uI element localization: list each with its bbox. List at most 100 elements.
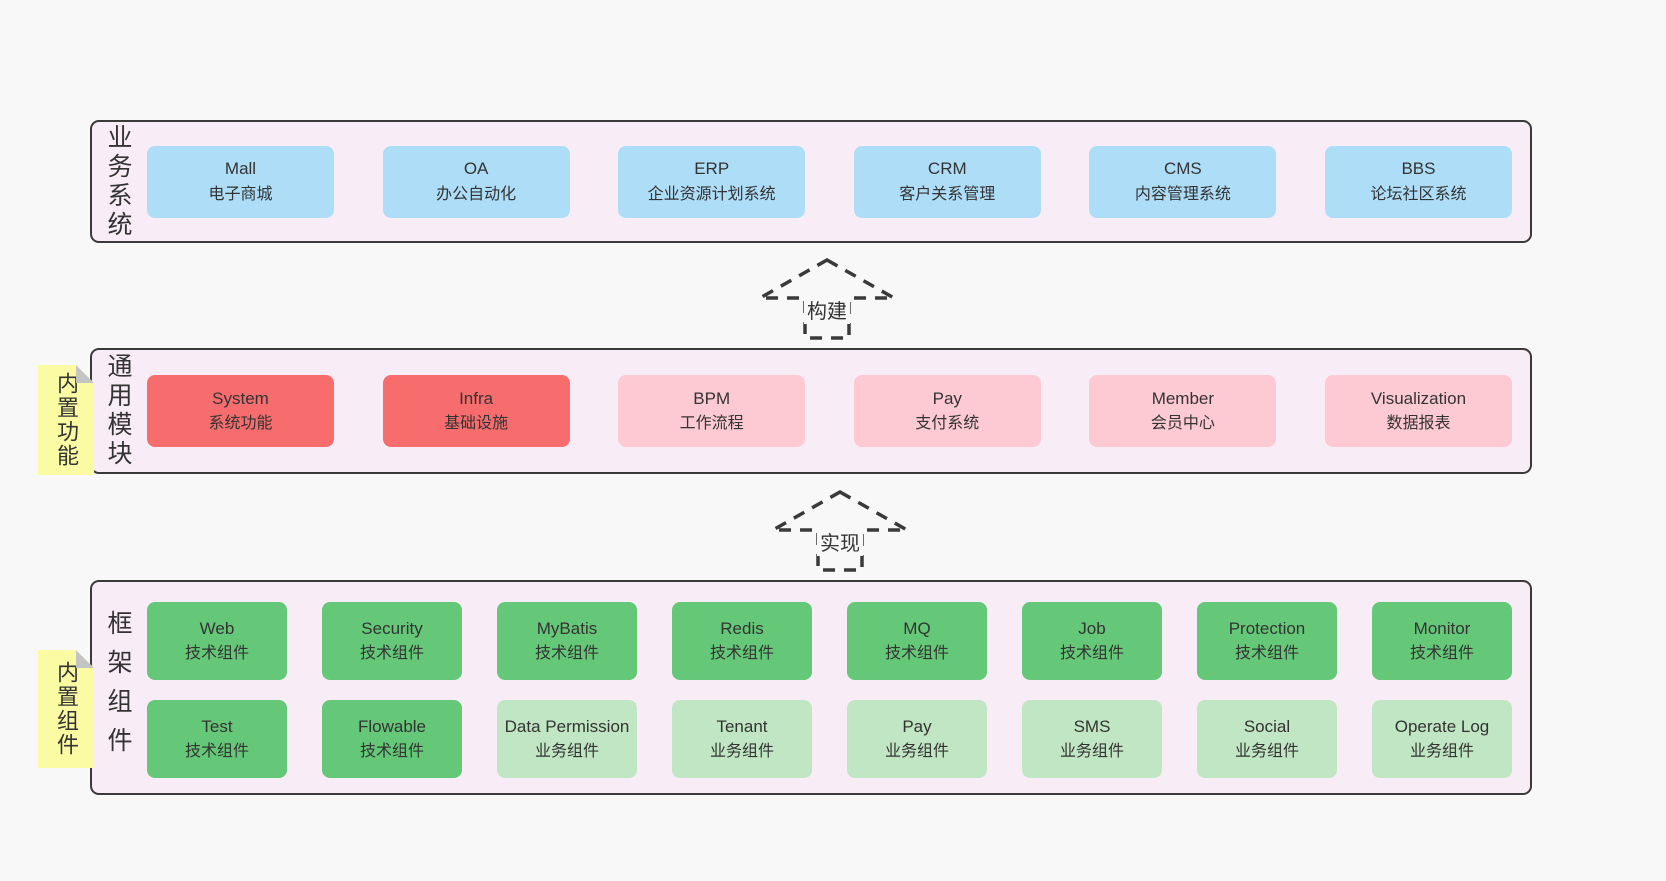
box-name: Flowable xyxy=(357,716,427,736)
box-name: Operate Log xyxy=(1394,716,1490,736)
box-name: BBS xyxy=(1401,159,1436,179)
box-name: Social xyxy=(1243,716,1291,736)
box-oa: OA 办公自动化 xyxy=(382,145,570,218)
box-subtitle: 数据报表 xyxy=(1386,415,1451,433)
box-pay-component: Pay 业务组件 xyxy=(847,700,987,778)
box-job: Job 技术组件 xyxy=(1022,602,1162,680)
box-subtitle: 论坛社区系统 xyxy=(1370,185,1467,203)
box-flowable: Flowable 技术组件 xyxy=(322,700,462,778)
band-framework-components: 框架组件 Web 技术组件 Security 技术组件 MyBatis 技术组件… xyxy=(90,580,1532,795)
box-name: SMS xyxy=(1073,716,1111,736)
box-name: Pay xyxy=(902,716,932,736)
box-name: Visualization xyxy=(1370,388,1467,408)
arrow-build: 构建 xyxy=(757,257,897,341)
box-name: Infra xyxy=(459,388,494,408)
box-subtitle: 业务组件 xyxy=(709,743,774,761)
box-pay: Pay 支付系统 xyxy=(853,375,1041,447)
box-member: Member 会员中心 xyxy=(1089,375,1277,447)
up-arrow-icon xyxy=(757,257,897,340)
box-name: MQ xyxy=(903,618,931,638)
arrow-build-label: 构建 xyxy=(804,295,850,324)
up-arrow-icon xyxy=(770,489,910,572)
box-name: CMS xyxy=(1163,159,1202,179)
box-subtitle: 技术组件 xyxy=(359,645,424,663)
box-name: Web xyxy=(199,618,235,638)
box-subtitle: 业务组件 xyxy=(884,743,949,761)
note-text: 内置组件 xyxy=(54,661,79,757)
box-subtitle: 业务组件 xyxy=(1234,743,1299,761)
box-subtitle: 技术组件 xyxy=(184,645,249,663)
arrow-implement: 实现 xyxy=(770,489,910,573)
box-name: OA xyxy=(463,159,489,179)
box-subtitle: 企业资源计划系统 xyxy=(647,185,776,203)
box-name: Tenant xyxy=(716,716,768,736)
box-name: Data Permission xyxy=(504,716,630,736)
framework-components-row-1: Web 技术组件 Security 技术组件 MyBatis 技术组件 Redi… xyxy=(147,602,1512,680)
box-name: ERP xyxy=(694,159,730,179)
box-bbs: BBS 论坛社区系统 xyxy=(1324,145,1512,218)
band-label-business-systems: 业务系统 xyxy=(104,123,132,240)
box-web: Web 技术组件 xyxy=(147,602,287,680)
box-name: Pay xyxy=(932,388,962,408)
box-name: BPM xyxy=(693,388,731,408)
box-subtitle: 技术组件 xyxy=(709,645,774,663)
box-name: CRM xyxy=(927,159,967,179)
note-text: 内置功能 xyxy=(54,372,79,468)
box-subtitle: 业务组件 xyxy=(534,743,599,761)
band-label-framework-components: 框架组件 xyxy=(104,609,132,766)
box-name: Job xyxy=(1078,618,1106,638)
box-redis: Redis 技术组件 xyxy=(672,602,812,680)
box-system: System 系统功能 xyxy=(147,375,334,447)
box-subtitle: 业务组件 xyxy=(1059,743,1124,761)
note-built-in-components: 内置组件 xyxy=(38,650,94,768)
box-infra: Infra 基础设施 xyxy=(382,375,570,447)
band-business-systems: 业务系统 Mall 电子商城 OA 办公自动化 ERP 企业资源计划系统 CRM… xyxy=(90,120,1532,243)
box-subtitle: 工作流程 xyxy=(679,415,744,433)
note-built-in-features: 内置功能 xyxy=(38,365,94,475)
box-mq: MQ 技术组件 xyxy=(847,602,987,680)
box-subtitle: 技术组件 xyxy=(184,743,249,761)
box-subtitle: 技术组件 xyxy=(534,645,599,663)
box-subtitle: 内容管理系统 xyxy=(1134,185,1231,203)
band-label-common-modules: 通用模块 xyxy=(104,353,132,469)
box-subtitle: 技术组件 xyxy=(1234,645,1299,663)
box-mybatis: MyBatis 技术组件 xyxy=(497,602,637,680)
box-sms: SMS 业务组件 xyxy=(1022,700,1162,778)
box-data-permission: Data Permission 业务组件 xyxy=(497,700,637,778)
box-protection: Protection 技术组件 xyxy=(1197,602,1337,680)
box-visualization: Visualization 数据报表 xyxy=(1324,375,1512,447)
band-common-modules: 通用模块 System 系统功能 Infra 基础设施 BPM 工作流程 Pay… xyxy=(90,348,1532,474)
box-name: Security xyxy=(361,618,423,638)
box-tenant: Tenant 业务组件 xyxy=(672,700,812,778)
box-security: Security 技术组件 xyxy=(322,602,462,680)
box-name: Member xyxy=(1151,388,1215,408)
business-systems-row: Mall 电子商城 OA 办公自动化 ERP 企业资源计划系统 CRM 客户关系… xyxy=(147,145,1512,218)
arrow-implement-label: 实现 xyxy=(817,527,863,556)
box-subtitle: 会员中心 xyxy=(1150,415,1215,433)
box-operate-log: Operate Log 业务组件 xyxy=(1372,700,1512,778)
box-cms: CMS 内容管理系统 xyxy=(1089,145,1277,218)
box-subtitle: 电子商城 xyxy=(208,185,273,203)
box-subtitle: 支付系统 xyxy=(915,415,980,433)
box-erp: ERP 企业资源计划系统 xyxy=(618,145,806,218)
box-name: System xyxy=(212,388,269,408)
box-name: Protection xyxy=(1228,618,1306,638)
box-mall: Mall 电子商城 xyxy=(147,145,334,218)
box-bpm: BPM 工作流程 xyxy=(618,375,806,447)
common-modules-row: System 系统功能 Infra 基础设施 BPM 工作流程 Pay 支付系统… xyxy=(147,375,1512,447)
box-subtitle: 办公自动化 xyxy=(436,185,517,203)
box-name: Monitor xyxy=(1413,618,1471,638)
box-name: Test xyxy=(201,716,233,736)
box-name: Redis xyxy=(720,618,764,638)
box-test: Test 技术组件 xyxy=(147,700,287,778)
box-crm: CRM 客户关系管理 xyxy=(853,145,1041,218)
box-subtitle: 业务组件 xyxy=(1409,743,1474,761)
box-subtitle: 技术组件 xyxy=(1059,645,1124,663)
box-monitor: Monitor 技术组件 xyxy=(1372,602,1512,680)
framework-components-row-2: Test 技术组件 Flowable 技术组件 Data Permission … xyxy=(147,700,1512,778)
box-subtitle: 技术组件 xyxy=(359,743,424,761)
box-subtitle: 系统功能 xyxy=(208,415,273,433)
box-subtitle: 技术组件 xyxy=(884,645,949,663)
box-subtitle: 技术组件 xyxy=(1409,645,1474,663)
